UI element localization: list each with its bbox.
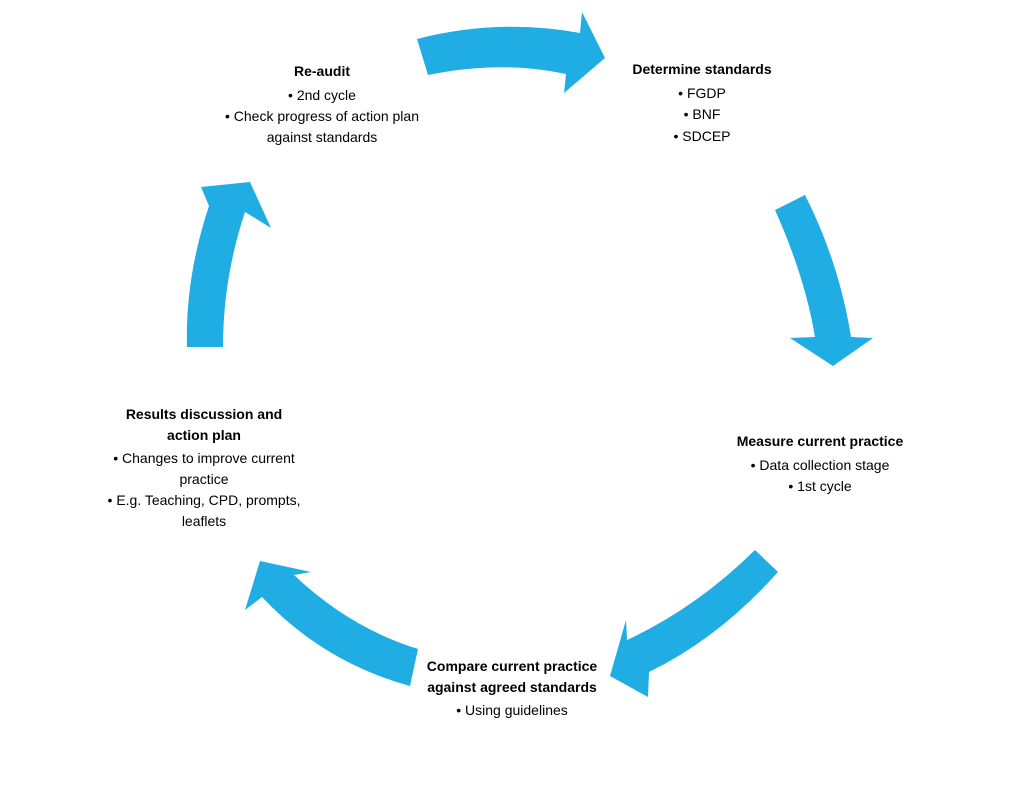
stage-bullet: 1st cycle <box>720 476 920 497</box>
arrow-measure-to-compare <box>610 550 778 697</box>
stage-compare-practice: Compare current practice against agreed … <box>412 656 612 722</box>
stage-measure-current-practice: Measure current practice Data collection… <box>720 431 920 498</box>
stage-bullet: Changes to improve current practice <box>104 448 304 489</box>
stage-bullets: Using guidelines <box>412 700 612 721</box>
stage-title: Compare current practice against agreed … <box>426 658 598 695</box>
stage-determine-standards: Determine standards FGDP BNF SDCEP <box>602 59 802 147</box>
stage-bullet: Data collection stage <box>720 455 920 476</box>
arrow-determine-to-measure <box>775 195 873 366</box>
stage-reaudit: Re-audit 2nd cycle Check progress of act… <box>222 61 422 148</box>
stage-bullet: 2nd cycle <box>222 85 422 106</box>
stage-bullets: 2nd cycle Check progress of action plan … <box>222 85 422 148</box>
arrow-results-to-reaudit <box>186 182 271 347</box>
arrow-compare-to-results <box>245 561 418 686</box>
stage-bullet: BNF <box>602 104 802 125</box>
stage-bullet: E.g. Teaching, CPD, prompts, leaflets <box>104 490 304 531</box>
stage-bullet: FGDP <box>602 83 802 104</box>
stage-bullet: Using guidelines <box>412 700 612 721</box>
stage-bullet: SDCEP <box>602 126 802 147</box>
stage-title: Measure current practice <box>736 433 904 449</box>
stage-bullets: FGDP BNF SDCEP <box>602 83 802 147</box>
arrow-reaudit-to-determine <box>417 12 605 93</box>
stage-title: Re-audit <box>294 63 350 79</box>
stage-bullet: Check progress of action plan against st… <box>222 106 422 147</box>
stage-title: Determine standards <box>632 61 772 77</box>
stage-results-discussion: Results discussion and action plan Chang… <box>104 404 304 532</box>
stage-bullets: Changes to improve current practice E.g.… <box>104 448 304 531</box>
stage-title: Results discussion and action plan <box>125 406 283 443</box>
stage-bullets: Data collection stage 1st cycle <box>720 455 920 497</box>
